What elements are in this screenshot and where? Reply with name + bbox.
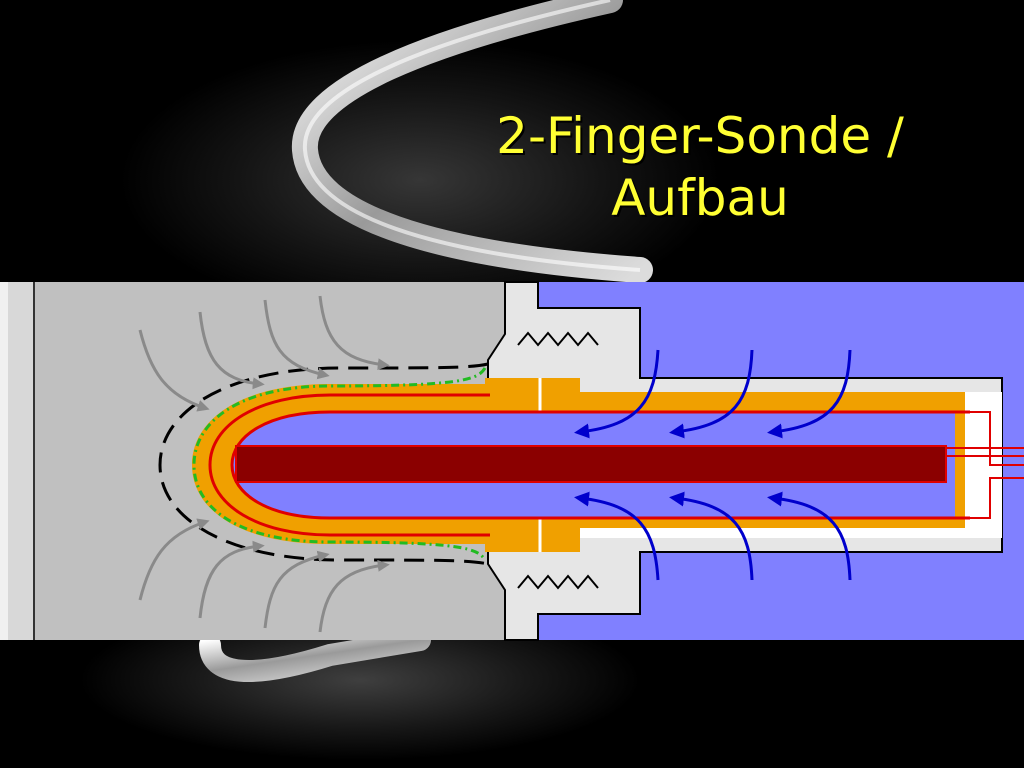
slide-title-line-2: Aufbau: [611, 169, 789, 227]
slide-title-line-1: 2-Finger-Sonde /: [496, 107, 904, 165]
outer-electrode: [208, 393, 490, 537]
heater-element: [235, 445, 947, 483]
protective-layer: [192, 367, 487, 561]
inner-electrode: [230, 410, 970, 520]
slide-title: 2-Finger-Sonde / Aufbau: [440, 105, 960, 229]
electrode-leads: [945, 411, 1024, 519]
decorative-tube-lower: [199, 629, 431, 682]
thread-lower: [517, 574, 599, 590]
air-flow-arrows: [574, 349, 852, 581]
exhaust-flow-arrows: [138, 295, 390, 633]
thread-upper: [517, 331, 599, 347]
probe-diagram: [0, 281, 1024, 641]
diffusion-boundary: [158, 362, 489, 566]
